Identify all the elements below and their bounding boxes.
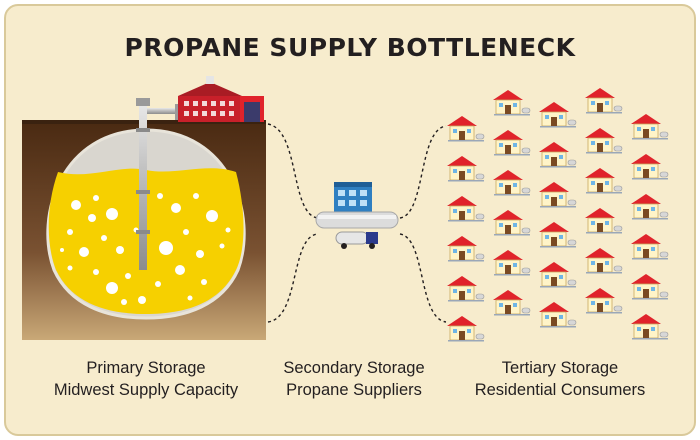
house-icon <box>493 290 531 316</box>
house-icon <box>447 196 485 222</box>
house-icon <box>631 154 669 180</box>
house-icon <box>539 182 577 208</box>
supplier-building-icon <box>315 182 399 229</box>
house-icon <box>585 208 623 234</box>
stage-primary-title: Primary Storage <box>86 359 206 377</box>
stage-secondary-subtitle: Propane Suppliers <box>286 381 422 399</box>
house-icon <box>539 102 577 128</box>
house-icon <box>585 88 623 114</box>
supply-connectors <box>267 123 447 323</box>
stage-tertiary-subtitle: Residential Consumers <box>474 381 646 399</box>
house-icon <box>447 116 485 142</box>
house-icon <box>631 234 669 260</box>
stage-secondary-title: Secondary Storage <box>283 359 425 377</box>
house-icon <box>539 142 577 168</box>
house-icon <box>539 222 577 248</box>
stage-primary-subtitle: Midwest Supply Capacity <box>53 381 239 399</box>
stage-caption-tertiary: Tertiary Storage Residential Consumers <box>440 357 680 401</box>
stage-caption-secondary: Secondary Storage Propane Suppliers <box>234 357 474 401</box>
diagram-title: PROPANE SUPPLY BOTTLENECK <box>124 33 576 62</box>
propane-bubbles <box>60 193 231 305</box>
house-icon <box>493 130 531 156</box>
house-icon <box>493 90 531 116</box>
residential-houses <box>447 88 669 342</box>
house-icon <box>631 274 669 300</box>
stage-caption-primary: Primary Storage Midwest Supply Capacity <box>26 357 266 401</box>
house-icon <box>447 276 485 302</box>
house-icon <box>493 170 531 196</box>
house-icon <box>631 194 669 220</box>
house-icon <box>447 156 485 182</box>
house-icon <box>447 316 485 342</box>
house-icon <box>585 288 623 314</box>
house-icon <box>585 168 623 194</box>
house-icon <box>493 210 531 236</box>
house-icon <box>631 114 669 140</box>
house-icon <box>493 250 531 276</box>
house-icon <box>447 236 485 262</box>
refinery-icon <box>178 76 264 122</box>
stage-tertiary-title: Tertiary Storage <box>501 359 619 377</box>
house-icon <box>631 314 669 340</box>
tank-truck-icon <box>335 231 378 249</box>
house-icon <box>539 262 577 288</box>
house-icon <box>585 128 623 154</box>
house-icon <box>585 248 623 274</box>
house-icon <box>539 302 577 328</box>
